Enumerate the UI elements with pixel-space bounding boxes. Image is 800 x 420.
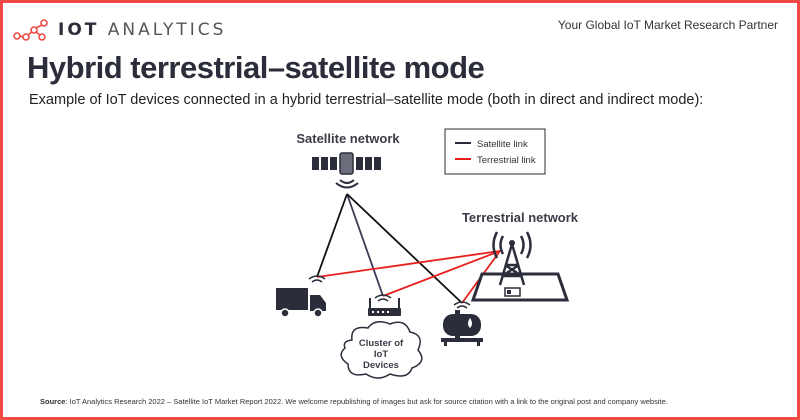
legend-satellite-label: Satellite link bbox=[477, 139, 528, 150]
satellite-icon bbox=[312, 152, 381, 189]
router-icon bbox=[368, 298, 401, 316]
legend: Satellite link Terrestrial link bbox=[444, 128, 546, 175]
cloud-line-1: Cluster of bbox=[359, 338, 404, 349]
source-text: : IoT Analytics Research 2022 – Satellit… bbox=[65, 397, 668, 406]
cell-tower-icon bbox=[470, 231, 570, 302]
satellite-links bbox=[316, 193, 463, 304]
terrestrial-network-label: Terrestrial network bbox=[462, 210, 579, 225]
tagline: Your Global IoT Market Research Partner bbox=[557, 18, 778, 32]
wifi-icons bbox=[308, 275, 471, 309]
tank-icon bbox=[441, 310, 483, 346]
source-note: Source: IoT Analytics Research 2022 – Sa… bbox=[40, 397, 668, 406]
logo: IOT ANALYTICS bbox=[12, 18, 226, 42]
page-title: Hybrid terrestrial–satellite mode bbox=[27, 50, 485, 85]
logo-text: ANALYTICS bbox=[99, 20, 227, 40]
cloud-icon: Cluster of IoT Devices bbox=[340, 321, 423, 379]
source-label: Source bbox=[40, 397, 66, 406]
logo-text-bold: IOT bbox=[58, 20, 100, 40]
cloud-line-3: Devices bbox=[363, 360, 399, 371]
page-subtitle: Example of IoT devices connected in a hy… bbox=[29, 92, 704, 108]
terrestrial-links bbox=[316, 250, 501, 304]
cloud-line-2: IoT bbox=[374, 349, 388, 360]
network-logo-icon bbox=[13, 19, 48, 41]
truck-icon bbox=[276, 288, 326, 318]
satellite-network-label: Satellite network bbox=[296, 131, 400, 146]
legend-terrestrial-label: Terrestrial link bbox=[477, 155, 536, 166]
